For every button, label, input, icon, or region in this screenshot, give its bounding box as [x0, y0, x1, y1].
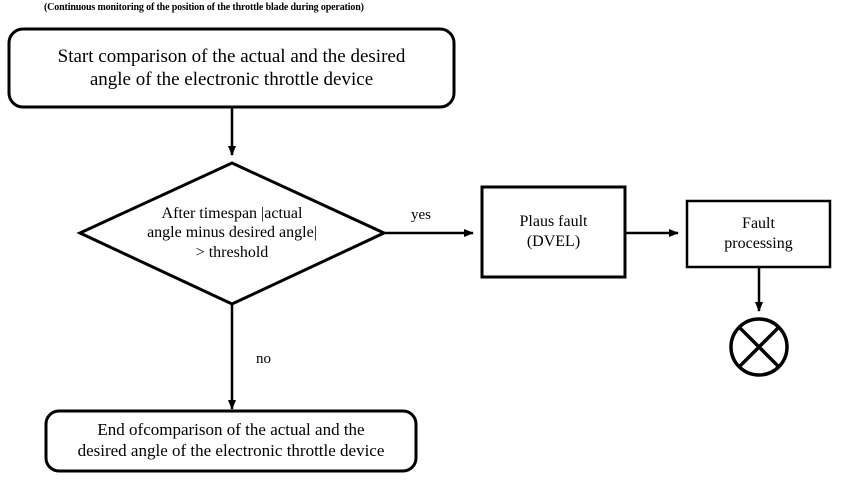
- node-fault-processing-shape[interactable]: [685, 199, 832, 269]
- diagram-caption: (Continuous monitoring of the position o…: [44, 2, 364, 13]
- node-terminator-shape[interactable]: [729, 317, 789, 377]
- node-plaus-fault-shape[interactable]: [480, 185, 627, 279]
- node-start-shape[interactable]: [7, 27, 456, 109]
- edge-label-yes: yes: [411, 207, 431, 223]
- node-decision-shape[interactable]: [76, 161, 388, 306]
- node-end-shape[interactable]: [44, 409, 418, 473]
- edge-label-no: no: [256, 351, 271, 367]
